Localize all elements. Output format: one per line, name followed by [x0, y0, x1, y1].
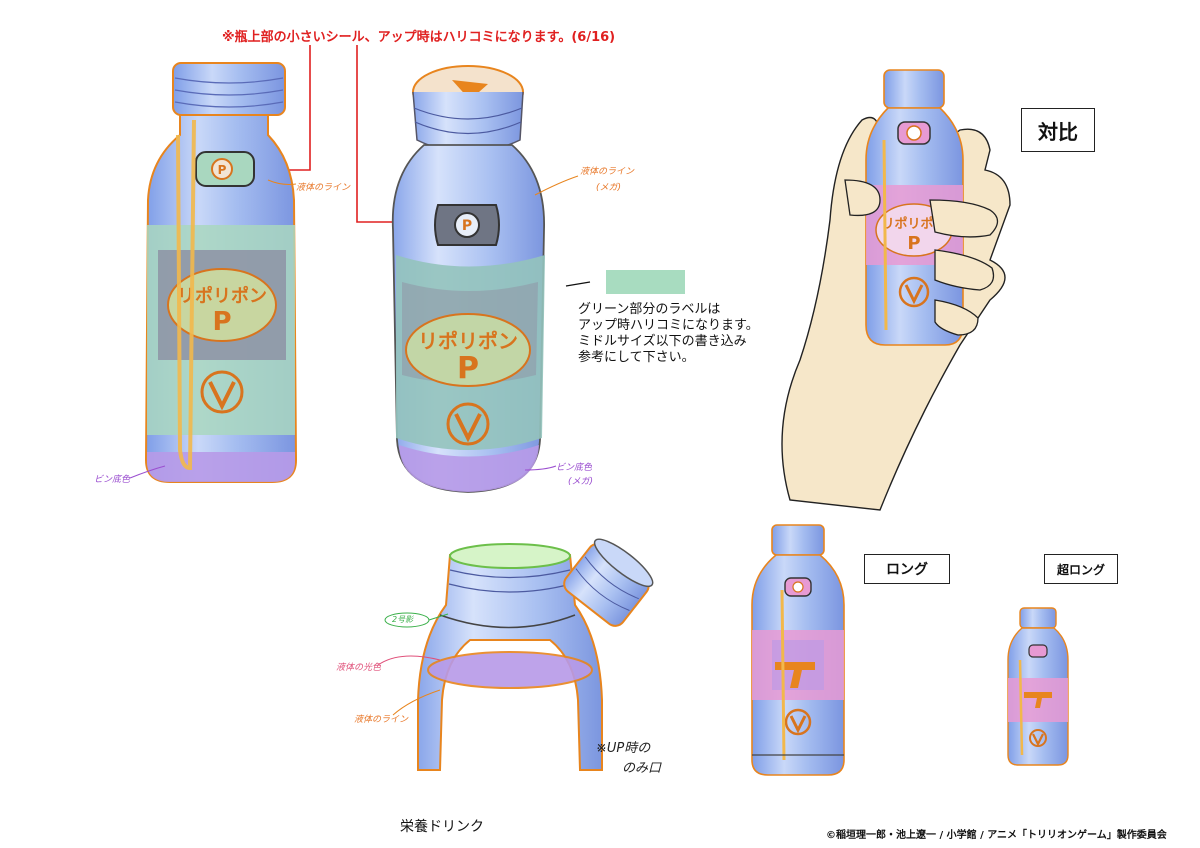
- bottle-perspective-view: リポリポン P P: [391, 65, 545, 493]
- legend-line: アップ時ハリコミになります。: [578, 318, 759, 333]
- liquid-line-note-2-sub: (メガ): [596, 183, 622, 193]
- legend-line: 参考にして下さい。: [578, 350, 695, 365]
- legend-description: グリーン部分のラベルは アップ時ハリコミになります。 ミドルサイズ以下の書き込み…: [578, 302, 759, 366]
- bottle-bottom-note-2-sub: (メガ): [568, 477, 594, 487]
- top-annotation: ※瓶上部の小さいシール、アップ時はハリコミになります。(6/16): [222, 30, 616, 45]
- liquid-line-note-1: 液体のライン: [296, 183, 351, 193]
- up-mouth-note-1: ※UP時の: [596, 741, 651, 756]
- drawing-caption: 栄養ドリンク: [400, 819, 484, 835]
- brand-text-2: リポリポン: [418, 329, 518, 353]
- up-mouth-note-2: のみ口: [622, 761, 662, 776]
- bottle-long-shot: [751, 524, 845, 776]
- liquid-color-note: 液体の光色: [336, 663, 382, 673]
- second-shadow-note: 2号影: [392, 615, 414, 624]
- super-long-shot-label: 超ロング: [1044, 554, 1118, 584]
- liquid-line-note-2: 液体のライン: [580, 167, 635, 177]
- brand-letter-3: P: [907, 233, 920, 254]
- bottle-front-view: リポリポン P P: [144, 62, 298, 483]
- legend-line: ミドルサイズ以下の書き込み: [578, 334, 747, 349]
- bottle-bottom-note-1: ビン底色: [94, 475, 131, 485]
- copyright-notice: ©稲垣理一郎・池上遼一 / 小学館 / アニメ「トリリオンゲーム」製作委員会: [826, 830, 1167, 841]
- liquid-line-note-3: 液体のライン: [354, 715, 409, 725]
- bottle-super-long-shot: [1007, 607, 1069, 766]
- cap-letter-1: P: [218, 163, 227, 177]
- green-label-swatch: [606, 270, 685, 294]
- open-bottle-closeup: [417, 538, 654, 771]
- brand-text-3: リポリポン: [881, 216, 946, 232]
- hand-holding-bottle: リポリポン P: [781, 69, 1011, 511]
- cap-letter-2: P: [462, 218, 472, 234]
- brand-text-1: リポリポン: [177, 285, 267, 307]
- long-shot-label: ロング: [864, 554, 950, 584]
- brand-letter-2: P: [457, 351, 479, 386]
- comparison-label: 対比: [1021, 108, 1095, 152]
- legend-line: グリーン部分のラベルは: [578, 302, 721, 317]
- bottle-bottom-note-2: ビン底色: [556, 463, 593, 473]
- brand-letter-1: P: [212, 307, 231, 337]
